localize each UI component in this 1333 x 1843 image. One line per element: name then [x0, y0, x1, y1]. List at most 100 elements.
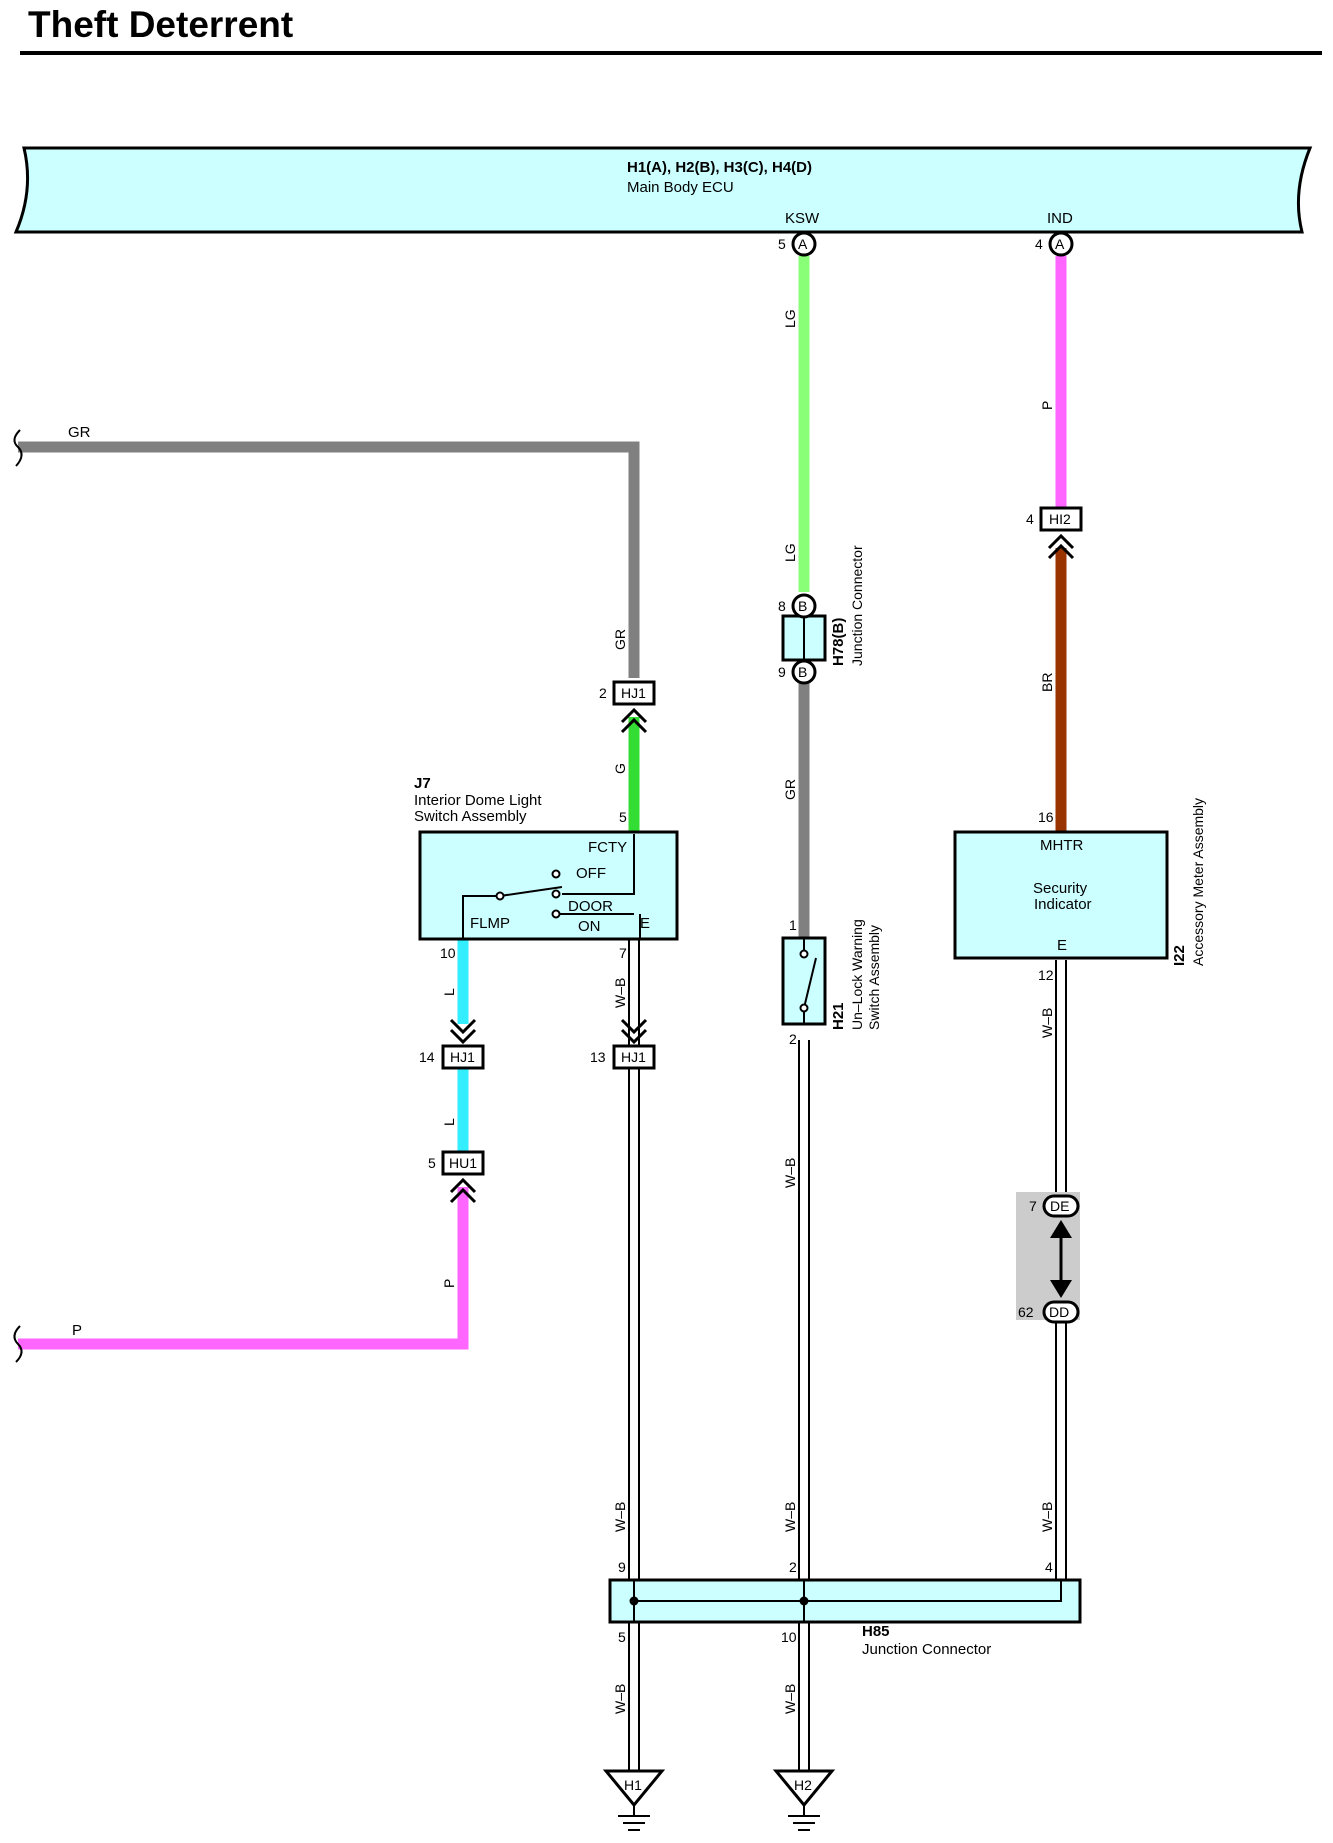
- i22-line2: Indicator: [1034, 896, 1092, 913]
- connector-hj1-l[interactable]: HJ1 14: [419, 1018, 485, 1070]
- ground-h1[interactable]: H1: [602, 1769, 666, 1831]
- label-g-j7: G: [612, 763, 628, 774]
- hi2-num: 4: [1026, 511, 1034, 527]
- ground-h2[interactable]: H2: [772, 1769, 836, 1831]
- main-body-ecu[interactable]: H1(A), H2(B), H3(C), H4(D) Main Body ECU…: [13, 146, 1313, 234]
- dd-label: DD: [1049, 1304, 1069, 1320]
- h85-pin-10: 10: [781, 1629, 797, 1645]
- wires: [18, 256, 1067, 1771]
- hj1-l-num: 14: [419, 1049, 435, 1065]
- wire-breaks: [13, 429, 23, 1363]
- ecu-pin-ind-num: 4: [1035, 236, 1043, 252]
- j7-label-on: ON: [578, 918, 601, 935]
- j7-label-e: E: [640, 915, 650, 932]
- j7-label-off: OFF: [576, 865, 606, 882]
- connector-de-dd[interactable]: DE 7 DD 62: [1016, 1192, 1080, 1324]
- ground-h1-label: H1: [624, 1777, 642, 1793]
- label-gr-left: GR: [68, 424, 91, 441]
- hj1-top-num: 2: [599, 685, 607, 701]
- h85-name: Junction Connector: [862, 1641, 991, 1658]
- hi2-label: HI2: [1049, 511, 1071, 527]
- label-gr-h21: GR: [782, 779, 798, 800]
- h21-code: H21: [830, 1002, 847, 1030]
- j7-body: [418, 830, 679, 941]
- label-br: BR: [1039, 673, 1055, 692]
- label-wb-j7: W–B: [612, 978, 628, 1008]
- connector-hi2[interactable]: HI2 4: [1026, 506, 1083, 560]
- ecu-pin-ind[interactable]: A 4: [1035, 231, 1074, 257]
- dd-num: 62: [1018, 1304, 1034, 1320]
- label-p-left: P: [72, 1322, 82, 1339]
- i22-pin-top: 16: [1038, 809, 1054, 825]
- hj1-l-label: HJ1: [450, 1049, 475, 1065]
- ecu-pin-ksw-conn: A: [798, 236, 808, 252]
- connector-hj1-wb[interactable]: HJ1 13: [590, 1018, 656, 1070]
- ecu-code: H1(A), H2(B), H3(C), H4(D): [627, 159, 812, 176]
- label-wb-gnd2: W–B: [782, 1684, 798, 1714]
- i22-label-e: E: [1057, 937, 1067, 954]
- h21-switch-symbol: [799, 938, 817, 1024]
- ecu-pin-ind-conn: A: [1055, 236, 1065, 252]
- i22-pin-bottom: 12: [1038, 967, 1054, 983]
- hj1-wb-num: 13: [590, 1049, 606, 1065]
- ground-h2-label: H2: [794, 1777, 812, 1793]
- i22-line1: Security: [1033, 880, 1088, 897]
- h85-pin-4: 4: [1045, 1559, 1053, 1575]
- h78-bot-num: 9: [778, 664, 786, 680]
- h21-switch-assembly[interactable]: 1 2 H21 Un–Lock Warning Switch Assembly: [781, 917, 882, 1047]
- wire-labels: GR P LG LG GR W–B P BR W–B GR G L L P W–…: [68, 309, 1055, 1714]
- label-gr-j7: GR: [612, 629, 628, 650]
- wire-p-left: [18, 1187, 469, 1350]
- label-wb-h85-left: W–B: [612, 1502, 628, 1532]
- j7-label-door: DOOR: [568, 898, 613, 915]
- hj1-wb-label: HJ1: [621, 1049, 646, 1065]
- i22-meter-assembly[interactable]: MHTR Security Indicator E 16 12 I22 Acce…: [953, 798, 1206, 983]
- j7-switch-assembly[interactable]: J7 Interior Dome Light Switch Assembly 5…: [414, 775, 679, 961]
- connector-hu1[interactable]: HU1 5: [428, 1150, 485, 1204]
- j7-name-line2: Switch Assembly: [414, 808, 527, 825]
- h78-top-conn: B: [798, 598, 807, 614]
- i22-code: I22: [1171, 945, 1188, 966]
- h78-top-num: 8: [778, 598, 786, 614]
- label-wb-h85-mid: W–B: [782, 1502, 798, 1532]
- h21-name-line1: Un–Lock Warning: [849, 919, 865, 1030]
- h85-pin-9: 9: [618, 1559, 626, 1575]
- h85-pin-2: 2: [789, 1559, 797, 1575]
- h78-code: H78(B): [830, 618, 847, 666]
- ecu-pin-ksw-label: KSW: [785, 210, 820, 227]
- page-title: Theft Deterrent: [28, 4, 294, 45]
- label-lg-2: LG: [782, 543, 798, 562]
- ecu-body: [13, 146, 1313, 234]
- label-p-ind: P: [1039, 401, 1055, 410]
- connector-hj1-top[interactable]: HJ1 2: [599, 680, 656, 734]
- label-wb-h21: W–B: [782, 1158, 798, 1188]
- ecu-pin-ksw-num: 5: [778, 236, 786, 252]
- j7-label-flmp: FLMP: [470, 915, 510, 932]
- h21-pin-bottom: 2: [789, 1031, 797, 1047]
- ecu-pin-ksw[interactable]: A 5: [778, 231, 817, 257]
- i22-label-mhtr: MHTR: [1040, 837, 1083, 854]
- j7-name-line1: Interior Dome Light: [414, 792, 542, 809]
- j7-label-fcty: FCTY: [588, 839, 627, 856]
- title-rule: [20, 51, 1322, 55]
- de-num: 7: [1029, 1198, 1037, 1214]
- ecu-pin-ind-label: IND: [1047, 210, 1073, 227]
- hu1-num: 5: [428, 1155, 436, 1171]
- j7-pin-right: 7: [619, 945, 627, 961]
- h85-code: H85: [862, 1623, 890, 1640]
- wire-gr-left: [18, 441, 640, 678]
- j7-pin-top: 5: [619, 809, 627, 825]
- label-l-2: L: [441, 1118, 457, 1126]
- label-wb-gnd1: W–B: [612, 1684, 628, 1714]
- j7-pin-left: 10: [440, 945, 456, 961]
- h85-pin-5: 5: [618, 1629, 626, 1645]
- j7-switch-symbol: [462, 834, 641, 938]
- label-p-hu1: P: [441, 1279, 457, 1288]
- h21-pin-top: 1: [789, 917, 797, 933]
- j7-code: J7: [414, 775, 431, 792]
- h85-junction[interactable]: 9 2 4 5 10 H85 Junction Connector: [608, 1559, 1082, 1658]
- h78-name: Junction Connector: [849, 545, 865, 666]
- h21-name-line2: Switch Assembly: [866, 925, 882, 1030]
- h78-junction[interactable]: B B 8 9 H78(B) Junction Connector: [778, 545, 865, 685]
